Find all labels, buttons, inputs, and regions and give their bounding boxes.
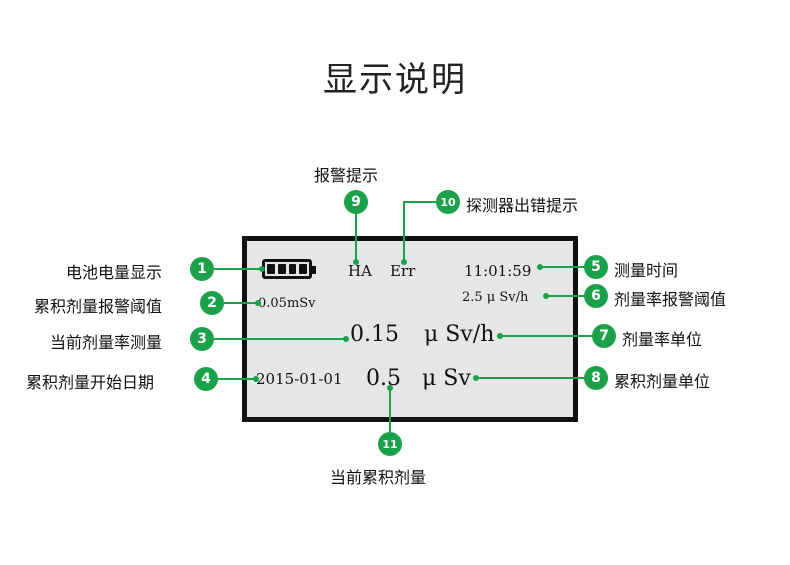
dose-rate-unit: μ Sv/h <box>424 322 495 347</box>
callout-label-4: 累积剂量开始日期 <box>26 373 155 392</box>
callout-badge-9: 9 <box>344 190 368 214</box>
alarm-flag: HA <box>348 262 372 280</box>
callout-badge-1: 1 <box>190 257 214 281</box>
callout-label-6: 剂量率报警阈值 <box>614 290 727 309</box>
start-date: 2015-01-01 <box>256 370 343 388</box>
callout-badge-10: 10 <box>436 190 460 214</box>
lcd-screen <box>242 236 578 422</box>
dose-unit: μ Sv <box>422 366 471 391</box>
time-readout: 11:01:59 <box>464 262 532 280</box>
callout-badge-8: 8 <box>584 366 608 390</box>
callout-label-5: 测量时间 <box>614 261 679 280</box>
dose-rate-value: 0.15 <box>350 322 399 347</box>
callout-label-1: 电池电量显示 <box>66 263 163 282</box>
dose-value: 0.5 <box>366 366 401 391</box>
callout-badge-3: 3 <box>190 327 214 351</box>
dose-alarm-threshold: 0.05mSv <box>258 296 316 311</box>
callout-badge-2: 2 <box>200 291 224 315</box>
callout-label-7: 剂量率单位 <box>622 330 703 349</box>
callout-badge-5: 5 <box>584 255 608 279</box>
callout-badge-7: 7 <box>592 324 616 348</box>
error-flag: Err <box>390 262 416 280</box>
callout-label-8: 累积剂量单位 <box>614 372 711 391</box>
callout-badge-11: 11 <box>378 432 402 456</box>
callout-label-10: 探测器出错提示 <box>466 196 579 215</box>
callout-label-9: 报警提示 <box>314 166 379 185</box>
callout-badge-6: 6 <box>584 284 608 308</box>
callout-label-3: 当前剂量率测量 <box>50 333 163 352</box>
page-title: 显示说明 <box>323 60 467 100</box>
callout-label-11: 当前累积剂量 <box>330 468 427 487</box>
dose-rate-alarm-threshold: 2.5 μ Sv/h <box>462 290 529 305</box>
callout-label-2: 累积剂量报警阈值 <box>34 297 163 316</box>
callout-badge-4: 4 <box>194 367 218 391</box>
